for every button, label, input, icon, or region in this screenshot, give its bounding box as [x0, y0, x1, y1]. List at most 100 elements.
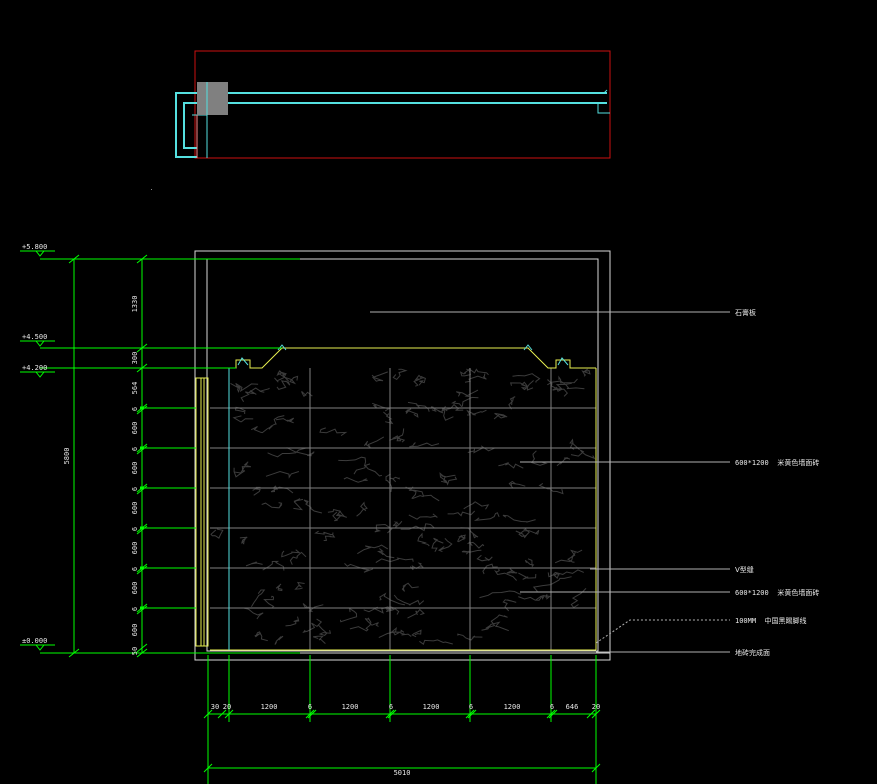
- dimension-tick-icon: [140, 406, 144, 410]
- marble-vein: [232, 415, 254, 423]
- vdim-segment-label: 300: [131, 352, 139, 365]
- vdim-total-label: 5800: [63, 448, 71, 465]
- dimension-tick-icon: [136, 643, 148, 653]
- marble-vein: [245, 561, 263, 567]
- dimension-tick-icon: [140, 606, 144, 610]
- dimension-tick-icon: [68, 648, 80, 658]
- marble-vein: [389, 476, 400, 483]
- marble-vein: [234, 406, 246, 415]
- dimension-tick-icon: [224, 709, 234, 719]
- dimension-tick-icon: [203, 709, 213, 719]
- dimension-tick-icon: [136, 648, 148, 658]
- vdim-segment-label: 1330: [131, 296, 139, 313]
- marble-vein: [407, 608, 425, 619]
- callout-text: 石膏板: [735, 308, 756, 317]
- marble-vein: [552, 382, 572, 392]
- marble-vein: [508, 396, 516, 410]
- vdim-segment-label: 600: [131, 624, 139, 637]
- callout-text: 地砖完成面: [735, 648, 770, 657]
- marble-vein: [419, 639, 453, 646]
- hdim-segment-label: 20: [223, 703, 231, 711]
- marble-vein: [457, 534, 467, 543]
- marble-vein: [481, 621, 509, 632]
- marble-vein: [418, 375, 426, 386]
- marble-vein: [518, 529, 540, 537]
- marble-vein: [473, 512, 500, 521]
- vdim-segment-label: 6: [131, 527, 139, 531]
- marble-vein: [479, 590, 522, 599]
- marble-vein: [314, 530, 333, 536]
- marble-vein: [317, 624, 332, 636]
- dimension-tick-icon: [136, 485, 148, 495]
- dimension-tick-icon: [203, 763, 213, 773]
- marble-vein: [558, 375, 578, 384]
- marble-vein: [518, 572, 537, 580]
- marble-vein: [268, 415, 285, 430]
- marble-vein: [392, 520, 403, 528]
- hdim-segment-label: 6: [389, 703, 393, 711]
- marble-vein: [408, 513, 438, 520]
- marble-vein: [289, 551, 307, 565]
- marble-vein: [265, 470, 300, 479]
- hdim-segment-label: 1200: [261, 703, 278, 711]
- marble-vein: [235, 384, 242, 393]
- marble-vein: [502, 514, 536, 523]
- marble-vein: [303, 499, 323, 514]
- marble-vein: [286, 447, 315, 457]
- marble-vein: [524, 558, 535, 568]
- marble-vein: [285, 616, 300, 627]
- dimension-tick-icon: [136, 405, 148, 415]
- elevation-triangle-icon: [35, 371, 45, 378]
- dimension-tick-icon: [591, 763, 601, 773]
- marble-vein: [393, 594, 425, 606]
- dimension-tick-icon: [136, 565, 148, 575]
- elevation-triangle-icon: [35, 340, 45, 347]
- marble-vein: [302, 618, 323, 633]
- dimension-tick-icon: [548, 709, 558, 719]
- marble-vein: [313, 635, 326, 644]
- vdim-segment-label: 6: [131, 487, 139, 491]
- marble-vein: [301, 390, 313, 398]
- elevation-triangle-icon: [35, 644, 45, 651]
- marble-vein: [356, 501, 368, 517]
- marble-vein: [410, 562, 424, 571]
- marble-vein: [276, 370, 289, 382]
- hdim-segment-label: 6: [469, 703, 473, 711]
- marble-vein: [378, 627, 402, 639]
- elevation-outline: [194, 250, 611, 661]
- marble-vein: [405, 486, 424, 500]
- marble-vein: [293, 498, 304, 511]
- dimension-tick-icon: [136, 605, 148, 615]
- marble-vein: [547, 572, 560, 580]
- vdim-segment-label: 6: [131, 567, 139, 571]
- hdim-segment-label: 6: [308, 703, 312, 711]
- marble-vein: [375, 557, 414, 564]
- marble-vein: [569, 438, 580, 451]
- vdim-segment-label: 600: [131, 502, 139, 515]
- marble-vein: [515, 528, 530, 539]
- marble-vein: [400, 629, 412, 637]
- marble-vein: [476, 554, 493, 562]
- dimension-tick-icon: [140, 486, 144, 490]
- marble-vein: [460, 527, 479, 539]
- marble-vein: [411, 629, 422, 638]
- marble-vein: [262, 560, 285, 571]
- hdim-segment-label: 20: [592, 703, 600, 711]
- hdim-segment-label: 646: [566, 703, 579, 711]
- marble-vein: [552, 569, 584, 578]
- marble-vein: [518, 595, 543, 601]
- dimension-tick-icon: [591, 709, 601, 719]
- left-wall-frame: [195, 377, 209, 647]
- marble-vein: [531, 450, 548, 466]
- marble-vein: [372, 402, 390, 412]
- dimension-tick-icon: [586, 709, 596, 719]
- elevation-label: ±0.000: [22, 637, 47, 645]
- dimension-tick-icon: [136, 445, 148, 455]
- marble-vein: [323, 532, 336, 541]
- vdim-segment-label: 6: [131, 407, 139, 411]
- dimension-tick-icon: [136, 525, 148, 535]
- marble-vein: [332, 511, 347, 522]
- marble-vein: [485, 614, 508, 629]
- marble-vein: [357, 544, 389, 555]
